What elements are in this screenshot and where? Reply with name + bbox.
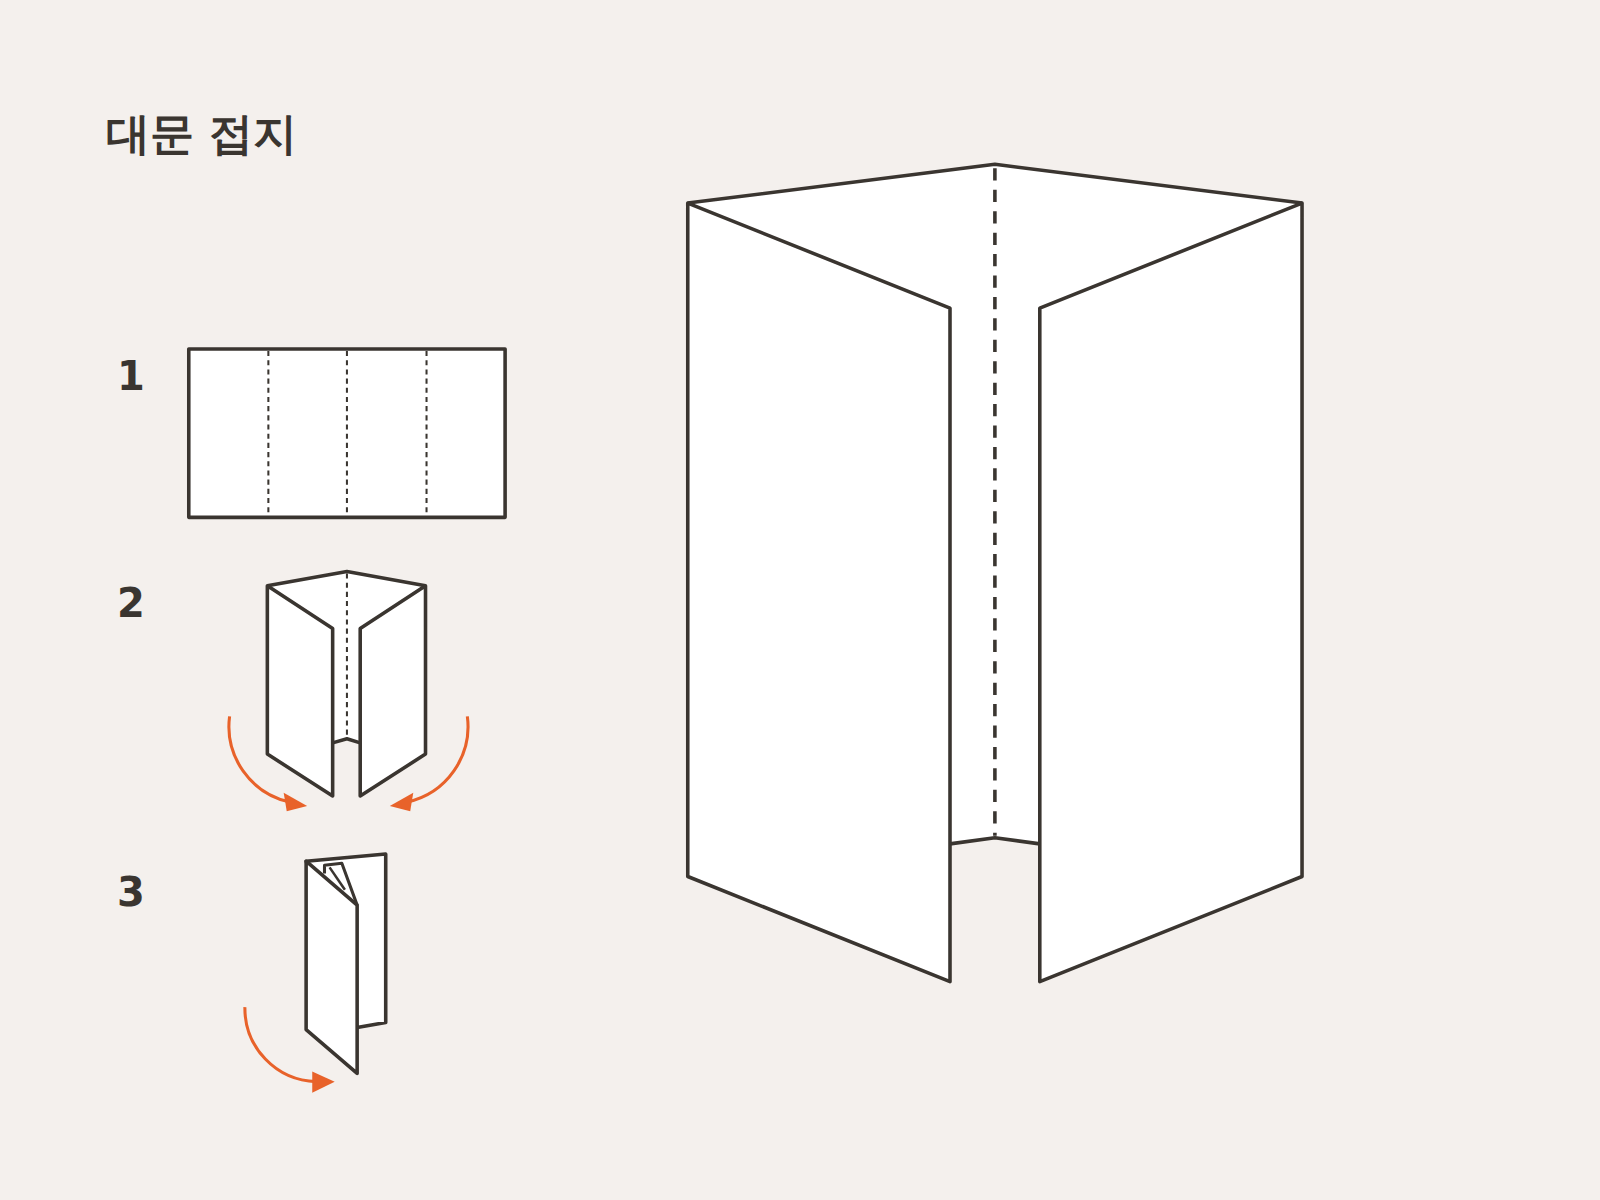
gate-fold-large: [688, 164, 1302, 981]
step-number: 3: [111, 872, 151, 912]
half-folded-sheet: [267, 571, 425, 795]
arrow-heads: [284, 793, 414, 1093]
diagram-title: 대문 접지: [106, 112, 297, 156]
step-number: 1: [111, 356, 151, 396]
step-number: 2: [111, 583, 151, 623]
folded-sheet: [306, 854, 386, 1073]
fold-arrows: [229, 716, 468, 1081]
flat-sheet: [189, 349, 505, 517]
